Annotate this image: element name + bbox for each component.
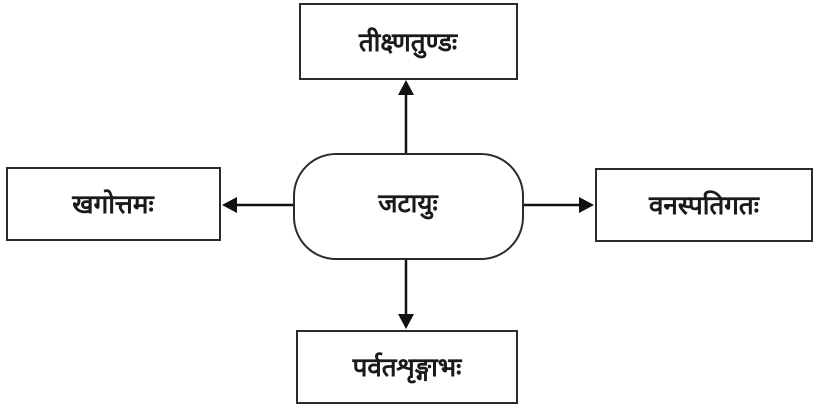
node-left-label: खगोत्तमः [71,189,155,220]
connector-left [222,197,295,213]
node-left: खगोत्तमः [6,167,221,241]
connector-top [398,80,414,155]
node-right-label: वनस्पतिगतः [648,190,761,221]
node-bottom-label: पर्वतशृङ्गाभः [352,352,464,384]
connector-right [522,197,594,213]
connector-bottom [398,258,414,329]
node-center: जटायुः [293,153,524,260]
node-bottom: पर्वतशृङ्गाभः [296,330,518,404]
node-right: वनस्पतिगतः [595,168,813,242]
node-top-label: तीक्ष्णतुण्डः [358,27,459,59]
node-center-label: जटायुः [377,189,439,220]
node-top: तीक्ष्णतुण्डः [299,3,518,80]
